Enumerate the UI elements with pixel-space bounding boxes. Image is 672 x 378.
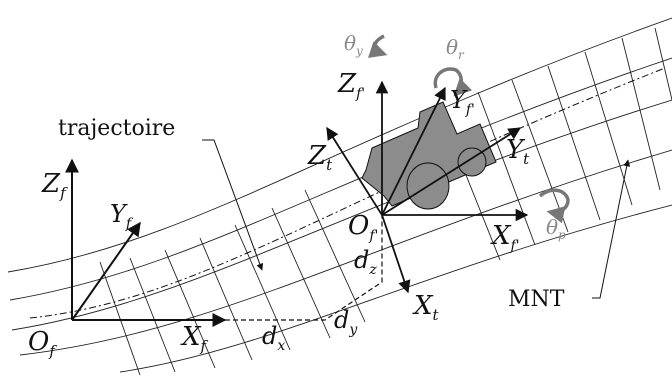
theta-r-label: θr bbox=[446, 35, 465, 62]
terrain-frame bbox=[326, 126, 522, 294]
theta-p-label: θp bbox=[546, 215, 566, 242]
xt-label: Xt bbox=[412, 291, 440, 324]
mnt-label: MNT bbox=[508, 287, 565, 312]
displacement-path bbox=[225, 215, 383, 321]
dz-label: dz bbox=[354, 246, 377, 278]
ofp-label: Of' bbox=[348, 211, 378, 244]
trajectory-path bbox=[29, 67, 666, 319]
zf-label: Zf bbox=[41, 169, 68, 202]
yf-label: Yf bbox=[110, 200, 134, 232]
dy-label: dy bbox=[334, 306, 358, 338]
mnt-leader bbox=[592, 159, 631, 299]
vehicle-frame bbox=[375, 80, 529, 222]
dx-label: dx bbox=[262, 322, 285, 354]
trajectoire-leader bbox=[202, 139, 264, 271]
xfp-label: Xf' bbox=[490, 221, 520, 254]
trajectoire-label: trajectoire bbox=[58, 116, 175, 141]
zt-label: Zt bbox=[307, 141, 333, 174]
yfp-label: Yf' bbox=[450, 86, 475, 118]
xf-label: Xf bbox=[180, 322, 209, 355]
theta-y-label: θy bbox=[344, 31, 363, 58]
zfp-label: Zf' bbox=[337, 69, 365, 102]
rotation-arrows bbox=[367, 34, 570, 224]
fixed-frame bbox=[65, 158, 227, 327]
of-label: Of bbox=[28, 327, 57, 360]
yt-label: Yt bbox=[506, 135, 530, 168]
